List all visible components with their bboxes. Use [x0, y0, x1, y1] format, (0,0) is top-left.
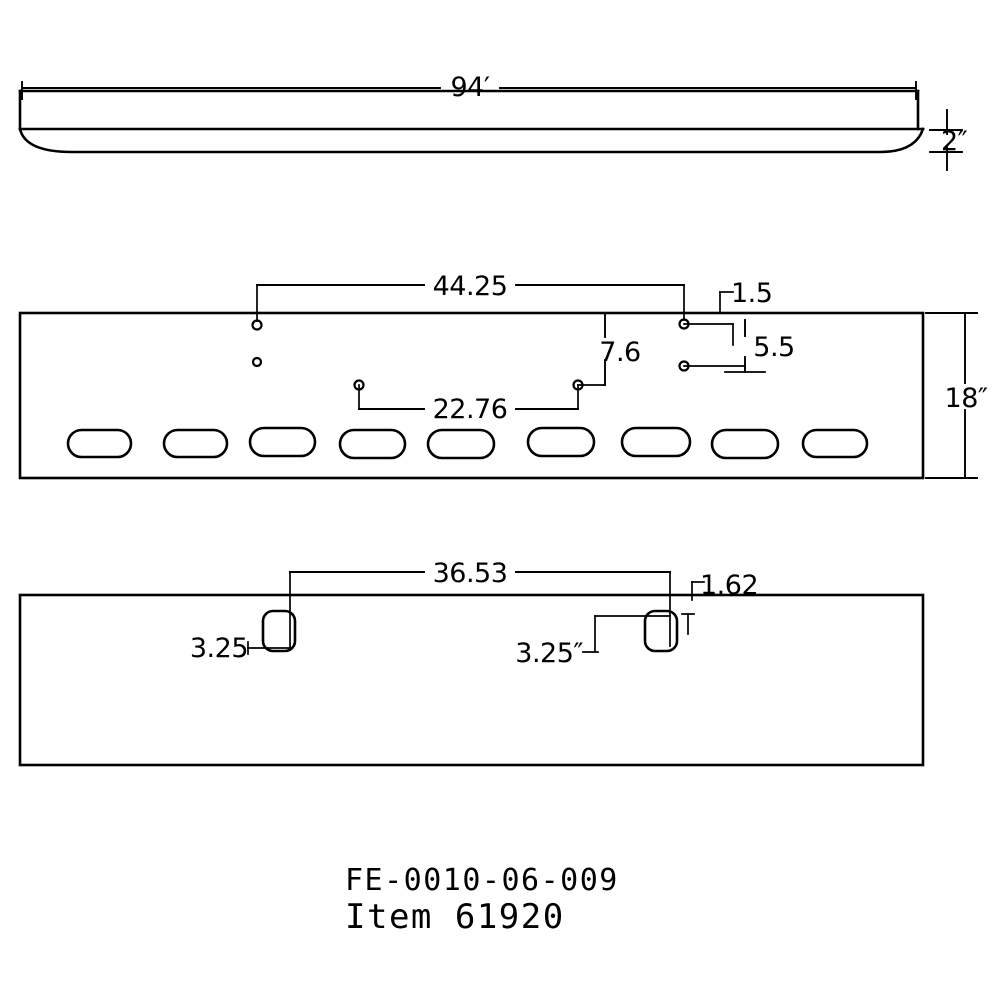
dimension-18: 18″ [925, 312, 988, 479]
back-panel-view [18, 593, 925, 767]
slot-hole [338, 428, 407, 460]
dim-15-label: 1.5 [731, 278, 772, 309]
dim-162-label: 1.62 [700, 570, 758, 601]
edge-profile-view [18, 89, 925, 154]
dimension-44-25: 44.25 [256, 271, 685, 322]
slot-row [66, 426, 869, 460]
title-block: FE-0010-06-009 Item 61920 [345, 863, 619, 937]
dimension-7-6: 7.6 [577, 312, 641, 386]
dim-4425-label: 44.25 [433, 271, 508, 302]
dim-325R-label: 3.25″ [515, 638, 583, 669]
front-panel-outline [18, 311, 925, 480]
slot-hole [801, 428, 869, 459]
slot-hole [248, 426, 317, 458]
dimension-36-53: 36.53 [289, 558, 671, 651]
dim-325L-label: 3.25 [190, 633, 248, 664]
dim-55-label: 5.5 [753, 332, 794, 363]
slot-hole [526, 426, 596, 458]
dim-2-label: 2″ [941, 126, 968, 157]
dimension-1-5: 1.5 [719, 278, 773, 314]
drawing-number: FE-0010-06-009 [345, 863, 619, 898]
back-panel-outline [18, 593, 925, 767]
slot-hole [162, 428, 229, 459]
square-hole-left [261, 609, 297, 653]
slot-hole [710, 428, 780, 460]
dimension-thickness: 2″ [929, 109, 968, 171]
dimension-3-25-right: 3.25″ [515, 613, 695, 669]
mounting-hole [251, 356, 263, 368]
front-panel-view [18, 311, 925, 480]
item-number: Item 61920 [345, 897, 565, 937]
profile-bottom-curve [18, 127, 925, 154]
dim-2276-label: 22.76 [433, 394, 508, 425]
dim-76-label: 7.6 [599, 337, 640, 368]
dimension-22-76: 22.76 [358, 384, 579, 425]
dim-18-label: 18″ [945, 383, 988, 414]
dim-94-label: 94′ [451, 72, 490, 103]
slot-hole [620, 426, 692, 458]
slot-hole [426, 428, 496, 460]
square-hole-right [643, 609, 679, 653]
dim-3653-label: 36.53 [433, 558, 508, 589]
dimension-3-25-left: 3.25 [190, 633, 293, 664]
dimension-overall-length: 94′ [21, 72, 917, 103]
dimension-5-5: 5.5 [683, 319, 795, 373]
slot-hole [66, 428, 133, 459]
dimension-1-62: 1.62 [691, 570, 759, 601]
